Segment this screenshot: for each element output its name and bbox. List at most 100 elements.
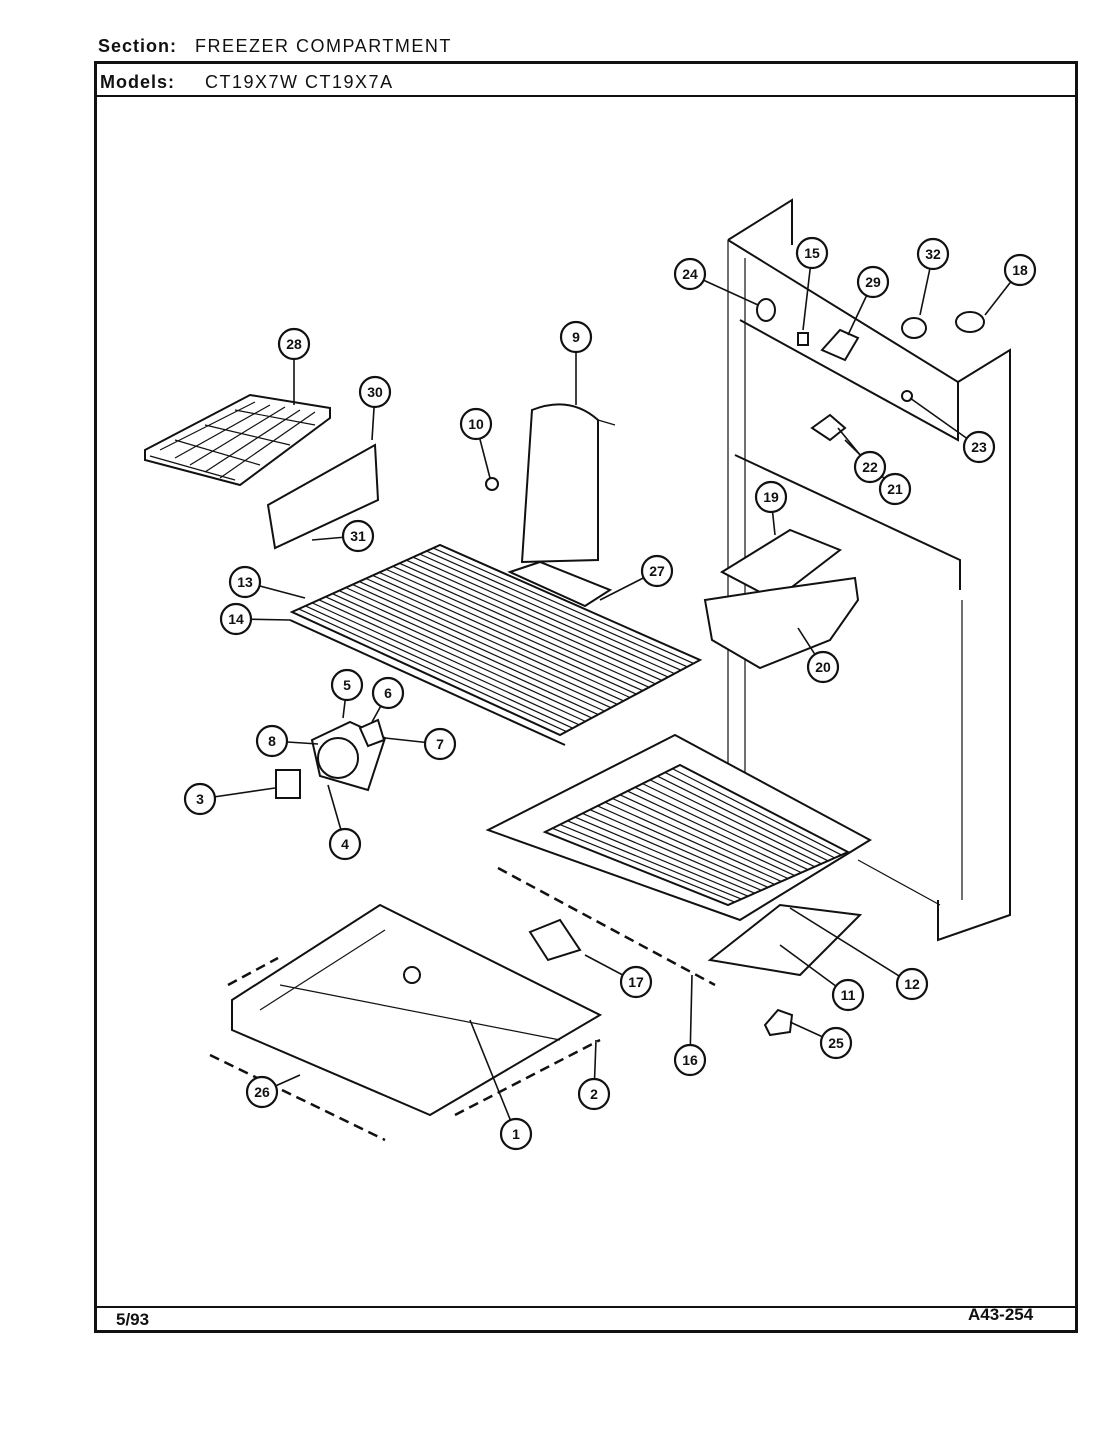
part-12-drip-tray: [485, 733, 873, 977]
callout-circle: [245, 1075, 279, 1109]
callout-3: 3: [183, 782, 217, 816]
part-1-freezer-floor: [209, 866, 794, 1142]
diagram-frame: [94, 61, 1078, 1333]
callout-22: 22: [853, 450, 887, 484]
callout-9: 9: [559, 320, 593, 354]
callout-circle: [255, 724, 289, 758]
callout-18: 18: [1003, 253, 1037, 287]
callout-circle: [640, 554, 674, 588]
part-13-wire-shelf: [289, 543, 703, 746]
callout-label: 6: [384, 685, 392, 701]
callout-circle: [673, 1043, 707, 1077]
callout-16: 16: [673, 1043, 707, 1077]
callout-label: 31: [350, 528, 366, 544]
callout-label: 11: [841, 987, 856, 1003]
callout-label: 23: [971, 439, 987, 455]
callout-circle: [795, 236, 829, 270]
callout-label: 16: [682, 1052, 698, 1068]
callout-label: 21: [887, 481, 903, 497]
callout-11: 11: [831, 978, 865, 1012]
callout-circle: [219, 602, 253, 636]
callout-label: 12: [904, 976, 920, 992]
leader-line: [789, 907, 913, 985]
callout-7: 7: [423, 727, 457, 761]
callout-2: 2: [577, 1077, 611, 1111]
wall-hardware: [756, 298, 985, 442]
callout-label: 19: [763, 489, 779, 505]
callout-label: 22: [862, 459, 878, 475]
callout-27: 27: [640, 554, 674, 588]
callout-30: 30: [358, 375, 392, 409]
callout-circle: [806, 650, 840, 684]
callout-5: 5: [330, 668, 364, 702]
section-label: Section:: [98, 36, 178, 56]
callout-circle: [1003, 253, 1037, 287]
part-28-wire-rack: [144, 393, 331, 487]
callout-26: 26: [245, 1075, 279, 1109]
callout-29: 29: [856, 265, 890, 299]
callout-label: 10: [468, 416, 484, 432]
callout-label: 32: [925, 246, 941, 262]
callout-15: 15: [795, 236, 829, 270]
callout-circle: [962, 430, 996, 464]
callout-circle: [183, 782, 217, 816]
callout-19: 19: [754, 480, 788, 514]
callout-10: 10: [459, 407, 493, 441]
models-label: Models:: [100, 72, 176, 92]
callout-label: 8: [268, 733, 276, 749]
callout-circle: [754, 480, 788, 514]
callout-label: 18: [1012, 262, 1028, 278]
callout-28: 28: [277, 327, 311, 361]
callout-25: 25: [819, 1026, 853, 1060]
callout-label: 30: [367, 384, 383, 400]
callout-label: 15: [804, 245, 820, 261]
callout-circle: [673, 257, 707, 291]
callout-32: 32: [916, 237, 950, 271]
callout-label: 24: [682, 266, 698, 282]
part-30-divider: [266, 443, 380, 550]
callout-21: 21: [878, 472, 912, 506]
callout-23: 23: [962, 430, 996, 464]
callout-label: 17: [628, 974, 644, 990]
callout-31: 31: [341, 519, 375, 553]
callout-label: 5: [343, 677, 351, 693]
leader-line: [469, 1019, 517, 1135]
callout-label: 9: [572, 329, 580, 345]
callout-label: 27: [649, 563, 665, 579]
callout-circle: [878, 472, 912, 506]
callout-circle: [228, 565, 262, 599]
callout-circle: [853, 450, 887, 484]
callout-label: 2: [590, 1086, 598, 1102]
section-header: Section: FREEZER COMPARTMENT: [98, 36, 452, 57]
callout-label: 13: [237, 574, 253, 590]
callout-circle: [619, 965, 653, 999]
callout-circle: [371, 676, 405, 710]
callout-label: 26: [254, 1084, 270, 1100]
callout-6: 6: [371, 676, 405, 710]
part-9-air-duct: [485, 403, 616, 608]
callout-14: 14: [219, 602, 253, 636]
fan-assembly: [275, 718, 387, 799]
section-value: FREEZER COMPARTMENT: [195, 36, 452, 56]
callout-circle: [819, 1026, 853, 1060]
callout-20: 20: [806, 650, 840, 684]
callout-circle: [423, 727, 457, 761]
callout-label: 1: [512, 1126, 520, 1142]
callout-circle: [459, 407, 493, 441]
callout-12: 12: [895, 967, 929, 1001]
callout-circle: [856, 265, 890, 299]
footer-divider: [94, 1306, 1078, 1308]
callout-label: 29: [865, 274, 881, 290]
cabinet-liner: [727, 198, 1011, 942]
callout-label: 3: [196, 791, 204, 807]
callout-circle: [895, 967, 929, 1001]
models-value: CT19X7W CT19X7A: [205, 72, 394, 92]
callout-circle: [916, 237, 950, 271]
callout-label: 4: [341, 836, 349, 852]
callout-label: 7: [436, 736, 444, 752]
callout-label: 28: [286, 336, 302, 352]
header-divider: [94, 95, 1078, 97]
callout-label: 25: [828, 1035, 844, 1051]
